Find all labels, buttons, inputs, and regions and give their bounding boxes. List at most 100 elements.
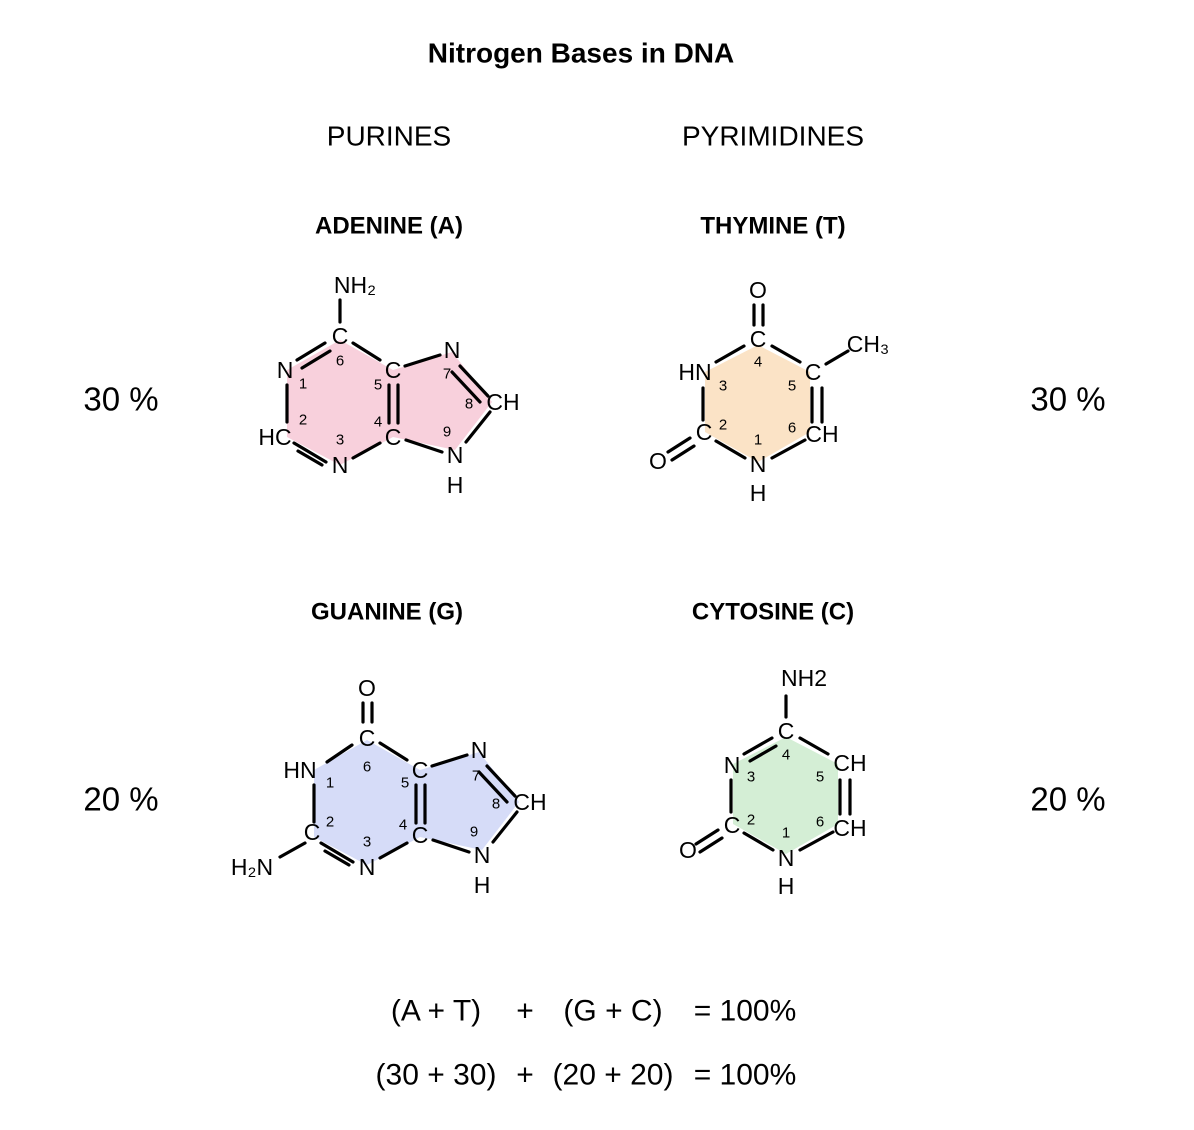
atom-n7: N — [471, 737, 488, 763]
atom-c5: C — [385, 357, 402, 383]
atom-ch3: CH₃ — [847, 331, 890, 357]
equation-right: (G + C) — [563, 995, 662, 1028]
position-number: 1 — [754, 432, 762, 449]
position-number: 1 — [299, 376, 307, 393]
thymine-percent: 30 % — [1030, 381, 1105, 418]
atom-c4: C — [412, 822, 429, 848]
position-number: 1 — [326, 775, 334, 792]
thymine-structure: O C HN C CH₃ C CH N H O 4 3 5 2 6 1 — [649, 277, 889, 506]
position-number: 2 — [747, 812, 755, 829]
atom-n3: HN — [678, 359, 711, 385]
guanine-ring-fill — [314, 740, 420, 865]
cytosine-ring-fill — [733, 737, 838, 854]
atom-n3: N — [332, 452, 349, 478]
adenine-imidazole-fill — [393, 352, 492, 450]
atom-n1: HN — [283, 757, 316, 783]
cytosine-structure: NH2 C N CH C CH N H O 4 3 5 2 6 1 — [679, 665, 867, 899]
position-number: 8 — [465, 396, 473, 413]
guanine-imidazole-fill — [420, 752, 519, 850]
position-number: 2 — [719, 417, 727, 434]
equation-result: = 100% — [694, 1059, 797, 1092]
atom-n1: N — [778, 845, 795, 871]
atom-n1: N — [277, 357, 294, 383]
atom-o4: O — [749, 277, 767, 303]
atom-c5: C — [805, 359, 822, 385]
atom-h2n: H₂N — [231, 854, 273, 880]
position-number: 2 — [326, 814, 334, 831]
position-number: 5 — [816, 769, 824, 786]
adenine-name: ADENINE (A) — [315, 213, 463, 240]
diagram-title: Nitrogen Bases in DNA — [428, 38, 735, 69]
atom-h: H — [474, 872, 491, 898]
atom-c6: C — [359, 725, 376, 751]
atom-n9: N — [447, 442, 464, 468]
position-number: 1 — [782, 825, 790, 842]
guanine-name: GUANINE (G) — [311, 599, 463, 626]
atom-c6: CH — [805, 421, 838, 447]
cytosine-name: CYTOSINE (C) — [692, 599, 854, 626]
thymine-bonds — [666, 303, 850, 462]
atom-o: O — [358, 675, 376, 701]
position-number: 7 — [472, 768, 480, 785]
position-number: 6 — [363, 759, 371, 776]
equation-right: (20 + 20) — [553, 1059, 674, 1092]
position-number: 6 — [788, 420, 796, 437]
position-number: 2 — [299, 412, 307, 429]
guanine-bonds — [278, 701, 519, 867]
atom-n3: N — [724, 752, 741, 778]
atom-c6: C — [332, 323, 349, 349]
position-number: 7 — [443, 366, 451, 383]
atom-c4: C — [385, 424, 402, 450]
atom-nh2: NH2 — [781, 665, 827, 691]
thymine-name: THYMINE (T) — [700, 213, 845, 240]
position-number: 9 — [443, 424, 451, 441]
adenine-structure: NH₂ C N C N CH HC C N N H 6 1 5 7 8 2 4 … — [258, 272, 519, 498]
atom-n9: N — [474, 842, 491, 868]
adenine-bonds — [285, 298, 492, 467]
position-number: 5 — [374, 377, 382, 394]
purines-heading: PURINES — [327, 121, 451, 152]
position-number: 9 — [470, 824, 478, 841]
atom-o2: O — [679, 837, 697, 863]
position-number: 4 — [399, 817, 407, 834]
atom-c2: C — [724, 812, 741, 838]
position-number: 5 — [788, 378, 796, 395]
atom-c4: C — [778, 718, 795, 744]
equation-left: (A + T) — [391, 995, 481, 1028]
atom-nh2: NH₂ — [334, 272, 376, 298]
position-number: 4 — [782, 747, 790, 764]
guanine-percent: 20 % — [83, 781, 158, 818]
atom-c4: C — [750, 326, 767, 352]
atom-c8: CH — [486, 389, 519, 415]
adenine-ring-fill — [287, 340, 393, 465]
equation-result: = 100% — [694, 995, 797, 1028]
position-number: 4 — [754, 354, 762, 371]
atom-h: H — [778, 873, 795, 899]
atom-c2: HC — [258, 424, 291, 450]
position-number: 3 — [719, 378, 727, 395]
thymine-ring-fill — [705, 345, 810, 462]
adenine-percent: 30 % — [83, 381, 158, 418]
cytosine-bonds — [694, 694, 852, 854]
atom-c6: CH — [833, 815, 866, 841]
atom-c2: C — [304, 819, 321, 845]
position-number: 3 — [336, 432, 344, 449]
atom-o2: O — [649, 448, 667, 474]
atom-n7: N — [444, 337, 461, 363]
equation-plus: + — [516, 995, 534, 1028]
cytosine-percent: 20 % — [1030, 781, 1105, 818]
pyrimidines-heading: PYRIMIDINES — [682, 121, 864, 152]
atom-c5: C — [412, 757, 429, 783]
equation-row: (30 + 30) + (20 + 20) = 100% — [376, 1059, 797, 1092]
atom-h: H — [447, 472, 464, 498]
equation-plus: + — [516, 1059, 534, 1092]
position-number: 3 — [747, 769, 755, 786]
position-number: 6 — [336, 353, 344, 370]
position-number: 6 — [816, 814, 824, 831]
position-number: 8 — [492, 796, 500, 813]
guanine-structure: O C HN C N CH C C N N H H₂N 6 1 5 7 8 2 … — [231, 675, 547, 898]
equation-left: (30 + 30) — [376, 1059, 497, 1092]
atom-n3: N — [359, 854, 376, 880]
atom-c2: C — [696, 419, 713, 445]
